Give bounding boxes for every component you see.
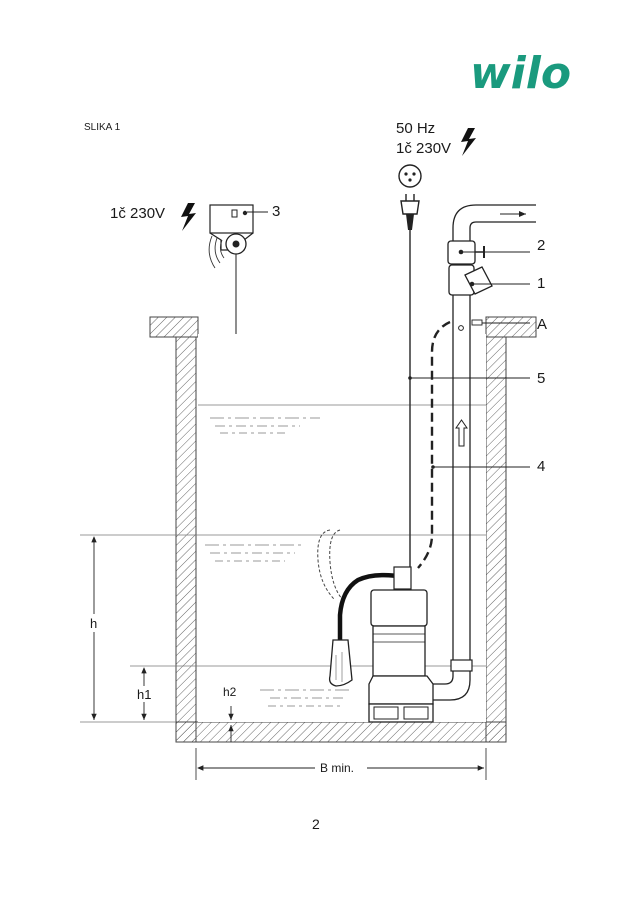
- lightning-icon: [181, 203, 196, 231]
- check-valve: [448, 264, 493, 296]
- supply-alarm-label: 1č 230V: [110, 205, 165, 222]
- flow-arrow-up-icon: [455, 419, 468, 447]
- frequency-label: 50 Hz: [396, 120, 435, 137]
- callout-2: 2: [537, 237, 545, 254]
- page-number: 2: [312, 816, 320, 832]
- alarm-device: [209, 204, 254, 255]
- power-socket-icon: [398, 164, 422, 188]
- sound-waves-icon: [208, 235, 225, 269]
- supply-main-label: 1č 230V: [396, 140, 451, 157]
- water-level-lines: [80, 404, 486, 723]
- float-switch: [328, 639, 353, 687]
- float-switch-cable: [337, 572, 406, 640]
- dimension-b-min-label: B min.: [320, 761, 354, 775]
- gate-valve: [447, 240, 485, 265]
- power-plug-icon: [400, 194, 420, 230]
- sump-pit: [149, 316, 537, 743]
- dimension-h2-label: h2: [223, 685, 237, 699]
- callout-a: A: [537, 316, 547, 333]
- lightning-icon: [461, 128, 476, 156]
- callout-1: 1: [537, 275, 545, 292]
- callout-3: 3: [272, 203, 280, 220]
- dimension-h1-label: h1: [137, 687, 151, 702]
- discharge-pipe: [432, 204, 536, 701]
- float-switch-dashed-position: [317, 529, 336, 601]
- dimension-h-label: h: [90, 616, 97, 631]
- figure-label: SLIKA 1: [84, 122, 121, 133]
- vent-hole: [458, 325, 464, 331]
- flexible-hose: [417, 320, 451, 569]
- callout-5: 5: [537, 370, 545, 387]
- wilo-logo: wilo: [470, 48, 571, 99]
- callout-4: 4: [537, 458, 545, 475]
- submersible-pump: [368, 566, 434, 723]
